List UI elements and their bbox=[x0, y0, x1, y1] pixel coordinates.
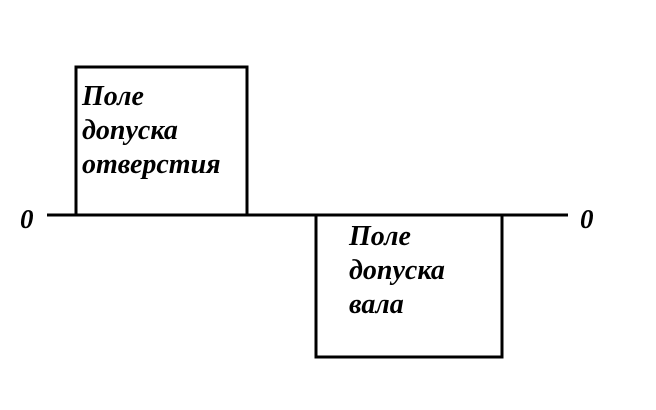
hole-label-line-3: отверстия bbox=[82, 149, 221, 180]
shaft-tolerance-label: Поле допуска вала bbox=[349, 220, 445, 322]
hole-tolerance-label: Поле допуска отверстия bbox=[82, 80, 221, 182]
hole-label-line-2: допуска bbox=[82, 115, 178, 146]
shaft-label-line-3: вала bbox=[349, 289, 404, 320]
shaft-label-line-1: Поле bbox=[349, 221, 411, 252]
hole-label-line-1: Поле bbox=[82, 81, 144, 112]
hole-tolerance-box bbox=[74, 65, 249, 217]
shaft-tolerance-box bbox=[314, 213, 504, 359]
zero-label-right: 0 bbox=[580, 204, 594, 234]
shaft-label-line-2: допуска bbox=[349, 255, 445, 286]
zero-label-left: 0 bbox=[20, 204, 34, 234]
